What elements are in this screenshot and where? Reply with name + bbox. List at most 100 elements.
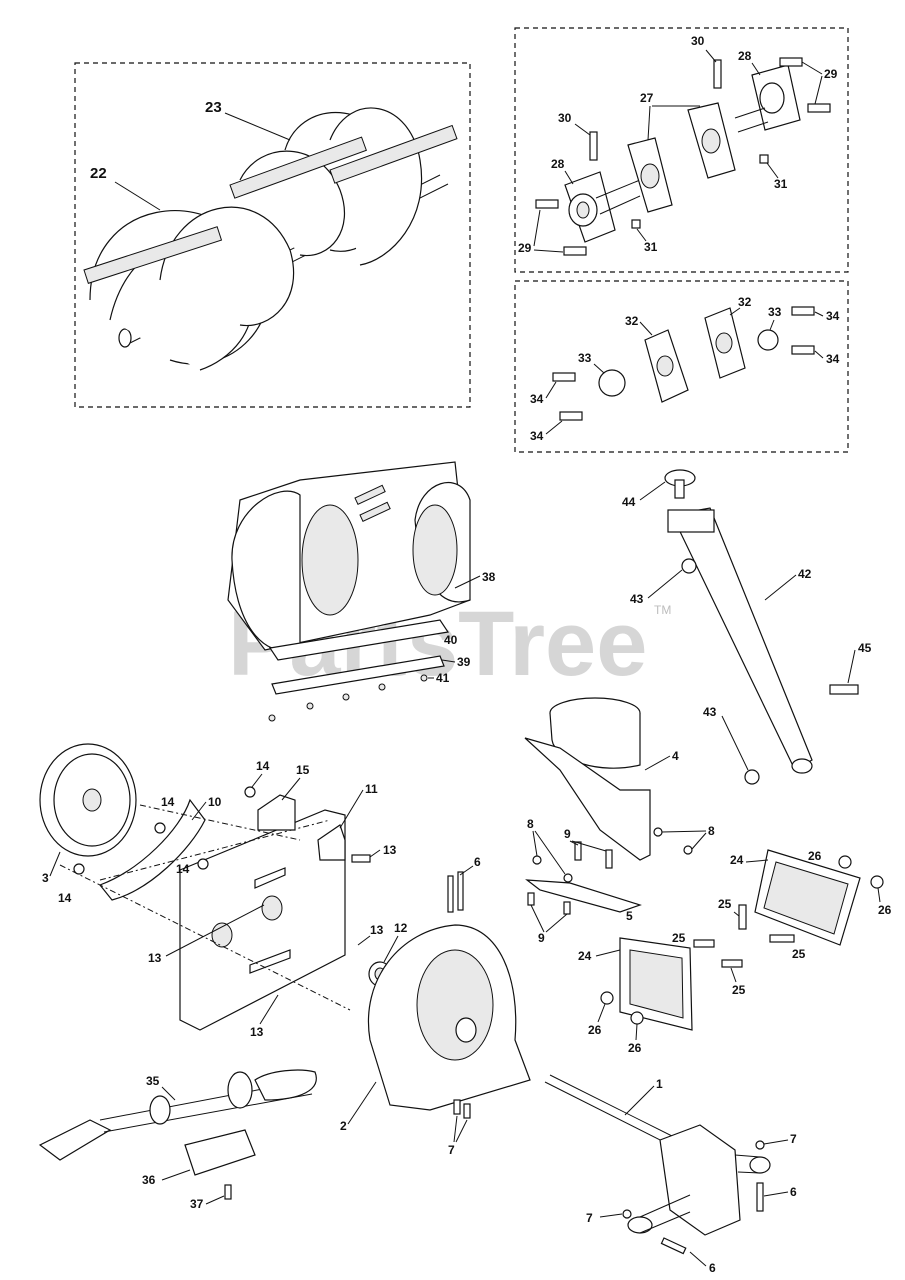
assembly-centerline (59, 864, 351, 1011)
bracket-slot (791, 758, 813, 774)
nut-31-left (631, 219, 641, 229)
gearbox-group: 1 6 7 7 6 (544, 1074, 797, 1275)
chute-bracket-group: 44 43 43 42 45 (622, 469, 872, 785)
bearing-kit-alt-box (514, 280, 849, 453)
nut-14-d (197, 858, 209, 870)
callout-30-top: 30 (691, 34, 705, 48)
callout-22: 22 (90, 165, 107, 182)
callout-40: 40 (444, 633, 458, 647)
auger-housing-group: 38 40 39 41 (227, 461, 496, 722)
gearbox-output-left (627, 1216, 653, 1234)
chute-base-group: 4 8 9 8 5 9 (524, 697, 715, 945)
bolt-29-b (807, 103, 831, 113)
callout-26-d: 26 (628, 1041, 642, 1055)
callout-32-left: 32 (625, 314, 639, 328)
auger-box (74, 62, 471, 408)
callout-13-b: 13 (148, 951, 162, 965)
bracket-11 (317, 824, 346, 861)
bolt-29-upper (535, 199, 559, 209)
callout-34-d: 34 (826, 352, 840, 366)
bolt-29-a (779, 57, 803, 67)
callout-31-right: 31 (774, 177, 788, 191)
nut-26-c (600, 991, 614, 1005)
retainer-ring-right (757, 329, 779, 351)
callout-9-upper: 9 (564, 827, 571, 841)
gearbox-output-right (749, 1156, 771, 1174)
callout-13-d: 13 (250, 1025, 264, 1039)
callout-44: 44 (622, 495, 636, 509)
callout-14-d: 14 (176, 862, 190, 876)
housing-opening-left (301, 504, 359, 616)
bolt-34-d (791, 345, 815, 355)
callout-41: 41 (436, 671, 450, 685)
callout-28-left: 28 (551, 157, 565, 171)
callout-26-c: 26 (588, 1023, 602, 1037)
bolt-34-a (552, 372, 576, 382)
bolt-30-left (589, 131, 598, 161)
callout-6-right: 6 (790, 1185, 797, 1199)
housing-opening-right (412, 504, 458, 596)
shoulder-bolt-45 (829, 684, 859, 695)
nut-26-a (838, 855, 852, 869)
callout-25-b: 25 (792, 947, 806, 961)
callout-34-c: 34 (826, 309, 840, 323)
bearing-kit-box (514, 27, 849, 273)
auger-assembly-group: 22 23 (74, 62, 471, 408)
belt-guide (99, 798, 206, 901)
callout-25-c: 25 (672, 931, 686, 945)
callout-3: 3 (42, 871, 49, 885)
bracket-tab (667, 509, 715, 533)
callout-10: 10 (208, 795, 222, 809)
callout-43-upper: 43 (630, 592, 644, 606)
callout-7-mid: 7 (448, 1143, 455, 1157)
callout-2: 2 (340, 1119, 347, 1133)
callout-35: 35 (146, 1074, 160, 1088)
callout-6-low: 6 (709, 1261, 716, 1275)
chute-crank-group: 35 36 37 (38, 1069, 317, 1211)
gearbox-shaft (549, 1074, 681, 1141)
callout-7-right: 7 (790, 1132, 797, 1146)
callout-12: 12 (394, 921, 408, 935)
flange-nut-43-lower (744, 769, 760, 785)
callout-25-a: 25 (718, 897, 732, 911)
callout-38: 38 (482, 570, 496, 584)
nut-26-b (870, 875, 884, 889)
callout-33-left: 33 (578, 351, 592, 365)
callout-8-left: 8 (527, 817, 534, 831)
screw-37 (224, 1184, 232, 1200)
callout-43-lower: 43 (703, 705, 717, 719)
callout-31-left: 31 (644, 240, 658, 254)
callout-7-low: 7 (586, 1211, 593, 1225)
gear-housing-group: 2 6 7 (340, 855, 531, 1157)
drive-group: 3 10 14 14 14 14 15 11 13 13 13 13 (39, 743, 408, 1039)
bolt-30-right (713, 59, 722, 89)
chute-clip (525, 879, 642, 913)
crank-handle (254, 1069, 317, 1101)
callout-6-top: 6 (474, 855, 481, 869)
bracket-15 (257, 794, 296, 831)
auger-shaft-end (118, 328, 132, 348)
callout-9-lower: 9 (538, 931, 545, 945)
retainer-ring-left (598, 369, 626, 397)
callout-23: 23 (205, 99, 222, 116)
callout-45: 45 (858, 641, 872, 655)
callout-27: 27 (640, 91, 654, 105)
callout-39: 39 (457, 655, 471, 669)
crank-bracket-36 (184, 1129, 256, 1176)
bolt-29-lower (563, 246, 587, 256)
shave-plate (268, 619, 450, 661)
callout-14-a: 14 (161, 795, 175, 809)
callout-5: 5 (626, 909, 633, 923)
bolt-34-c (791, 306, 815, 316)
nut-14-a (154, 822, 166, 834)
callout-34-b: 34 (530, 429, 544, 443)
nut-26-d (630, 1011, 644, 1025)
chute-base (524, 737, 651, 861)
callout-8-right: 8 (708, 824, 715, 838)
bearing-kit-group: 30 30 28 28 27 29 29 31 31 (514, 27, 849, 273)
callout-36: 36 (142, 1173, 156, 1187)
callout-14-c: 14 (256, 759, 270, 773)
callout-30-left: 30 (558, 111, 572, 125)
callout-29-right: 29 (824, 67, 838, 81)
